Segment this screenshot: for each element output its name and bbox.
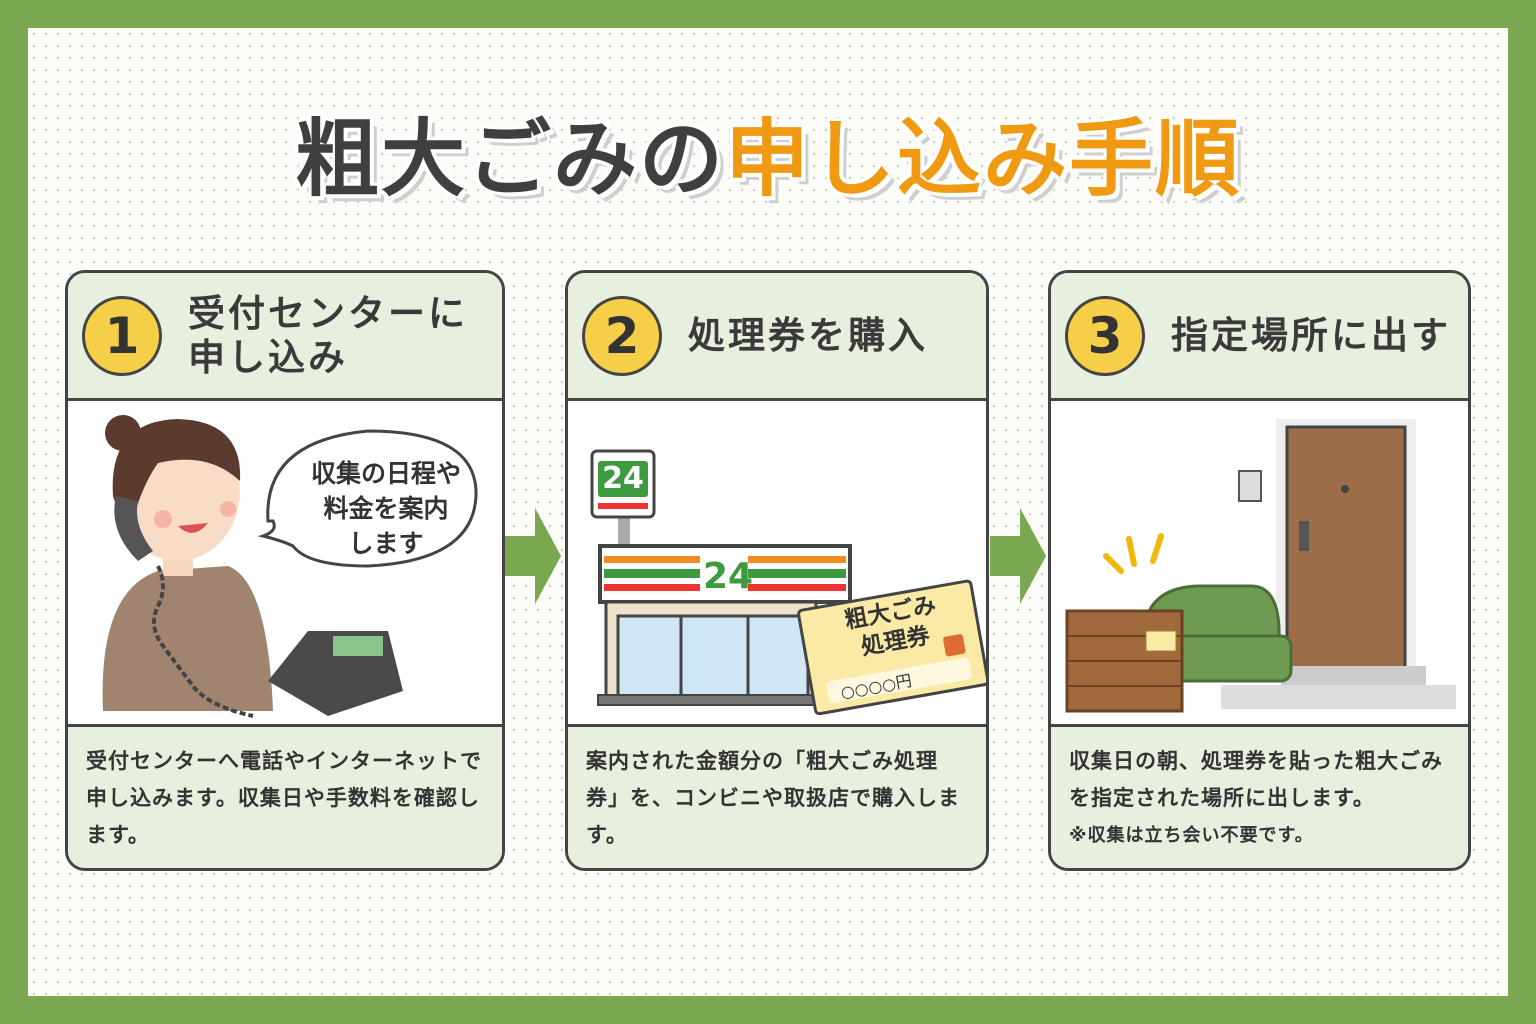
step-illustration <box>1051 401 1468 728</box>
step-title-line: 受付センターに <box>188 291 468 335</box>
page-title: 粗大ごみの申し込み手順 <box>0 92 1536 213</box>
title-highlight: 申し込み手順 <box>725 110 1242 208</box>
step-description: 受付センターへ電話やインターネットで申し込みます。収集日や手数料を確認します。 <box>68 724 502 868</box>
pole-sign: 24 <box>602 461 644 496</box>
step-number-badge: 1 <box>82 295 162 376</box>
step-header: 3 指定場所に出す <box>1051 273 1468 401</box>
step-title: 指定場所に出す <box>1171 313 1451 357</box>
speech-bubble-text: 収集の日程や料金を案内します <box>296 456 476 561</box>
woman-on-phone-illustration <box>102 415 478 718</box>
arrow-right-icon <box>990 508 1046 604</box>
bubble-line: します <box>348 529 424 558</box>
store-sign: 24 <box>703 556 754 597</box>
description-text: 収集日の朝、処理券を貼った粗大ごみを指定された場所に出します。 <box>1069 749 1443 810</box>
step-card-1: 1 受付センターに申し込み 収集の日程や料金を案内します 受付センターへ電話やイ… <box>65 270 505 871</box>
step-header: 2 処理券を購入 <box>568 273 986 401</box>
step-title: 受付センターに申し込み <box>188 292 468 380</box>
arrow-right-icon <box>505 508 561 604</box>
doorway-with-furniture-illustration <box>1065 419 1456 713</box>
description-note: ※収集は立ち会い不要です。 <box>1069 825 1314 846</box>
step-card-3: 3 指定場所に出す 収集日の朝、処理券を貼った粗大ごみを指定された場所に出します… <box>1048 270 1471 871</box>
step-description: 収集日の朝、処理券を貼った粗大ごみを指定された場所に出します。 ※収集は立ち会い… <box>1051 724 1468 868</box>
step-number-badge: 3 <box>1065 295 1145 376</box>
step-illustration: 収集の日程や料金を案内します <box>68 401 502 728</box>
step-description: 案内された金額分の「粗大ごみ処理券」を、コンビニや取扱店で購入します。 <box>568 724 986 868</box>
step-illustration: 24 24 粗大ごみ処理券 ○○○○円 <box>568 401 986 728</box>
step-title: 処理券を購入 <box>688 313 928 357</box>
bubble-line: 料金を案内 <box>323 494 449 523</box>
title-part1: 粗大ごみの <box>294 110 725 208</box>
step-header: 1 受付センターに申し込み <box>68 273 502 401</box>
step-title-line: 申し込み <box>188 335 348 379</box>
step-number-badge: 2 <box>582 295 662 376</box>
bubble-line: 収集の日程や <box>310 459 461 488</box>
convenience-store-illustration <box>590 449 986 716</box>
step-card-2: 2 処理券を購入 24 24 粗大ごみ処理券 ○○○○円 案内された金額分の「粗… <box>565 270 989 871</box>
